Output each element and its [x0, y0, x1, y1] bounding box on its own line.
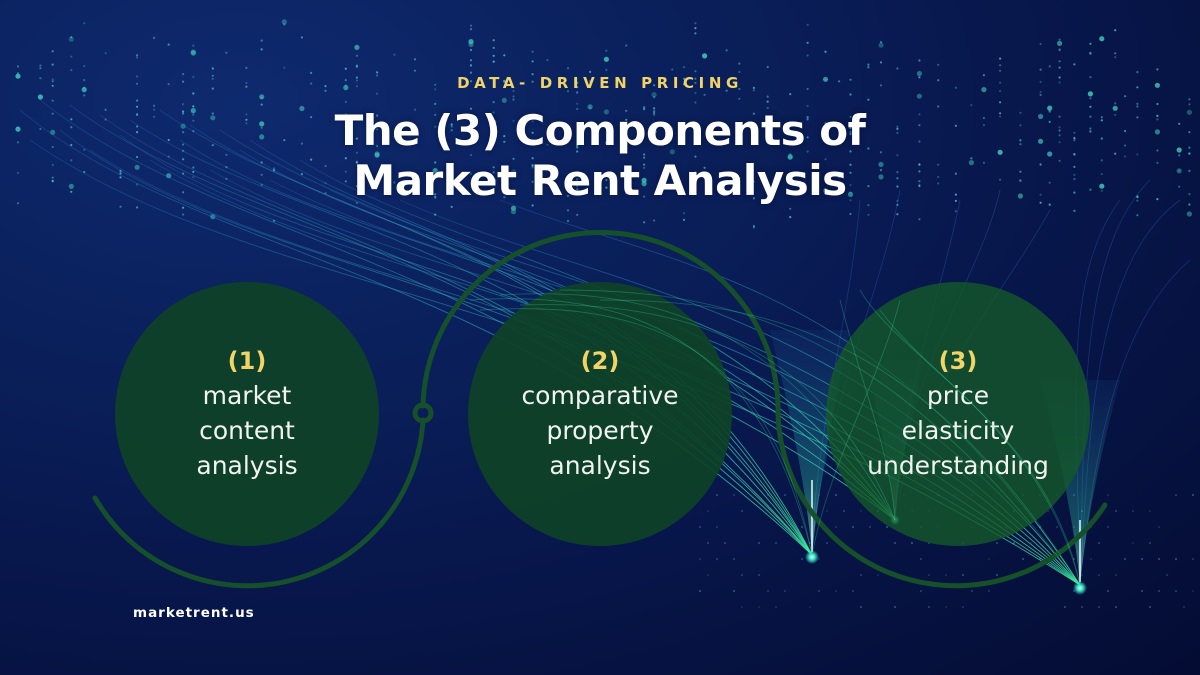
component-3-number: (3): [938, 346, 978, 375]
title-line-1: The (3) Components of: [334, 106, 866, 155]
component-3-line-2: elasticity: [901, 415, 1015, 445]
component-2-line-2: property: [546, 415, 654, 445]
site-url: marketrent.us: [133, 605, 255, 621]
eyebrow-label: DATA- DRIVEN PRICING: [457, 74, 743, 92]
component-1-line-3: analysis: [196, 450, 298, 480]
title-line-2: Market Rent Analysis: [353, 156, 847, 205]
component-1-line-2: content: [199, 415, 295, 445]
component-2-line-1: comparative: [521, 380, 679, 410]
component-1-line-1: market: [202, 380, 292, 410]
component-2-line-3: analysis: [549, 450, 651, 480]
component-2-circle: (2) comparative property analysis: [468, 282, 732, 546]
component-3-circle: (3) price elasticity understanding: [826, 282, 1090, 546]
page-title: The (3) Components of Market Rent Analys…: [0, 106, 1200, 206]
component-1-circle: (1) market content analysis: [115, 282, 379, 546]
component-3-line-3: understanding: [867, 450, 1049, 480]
component-2-number: (2): [580, 346, 620, 375]
component-3-line-1: price: [926, 380, 990, 410]
component-1-number: (1): [227, 346, 267, 375]
